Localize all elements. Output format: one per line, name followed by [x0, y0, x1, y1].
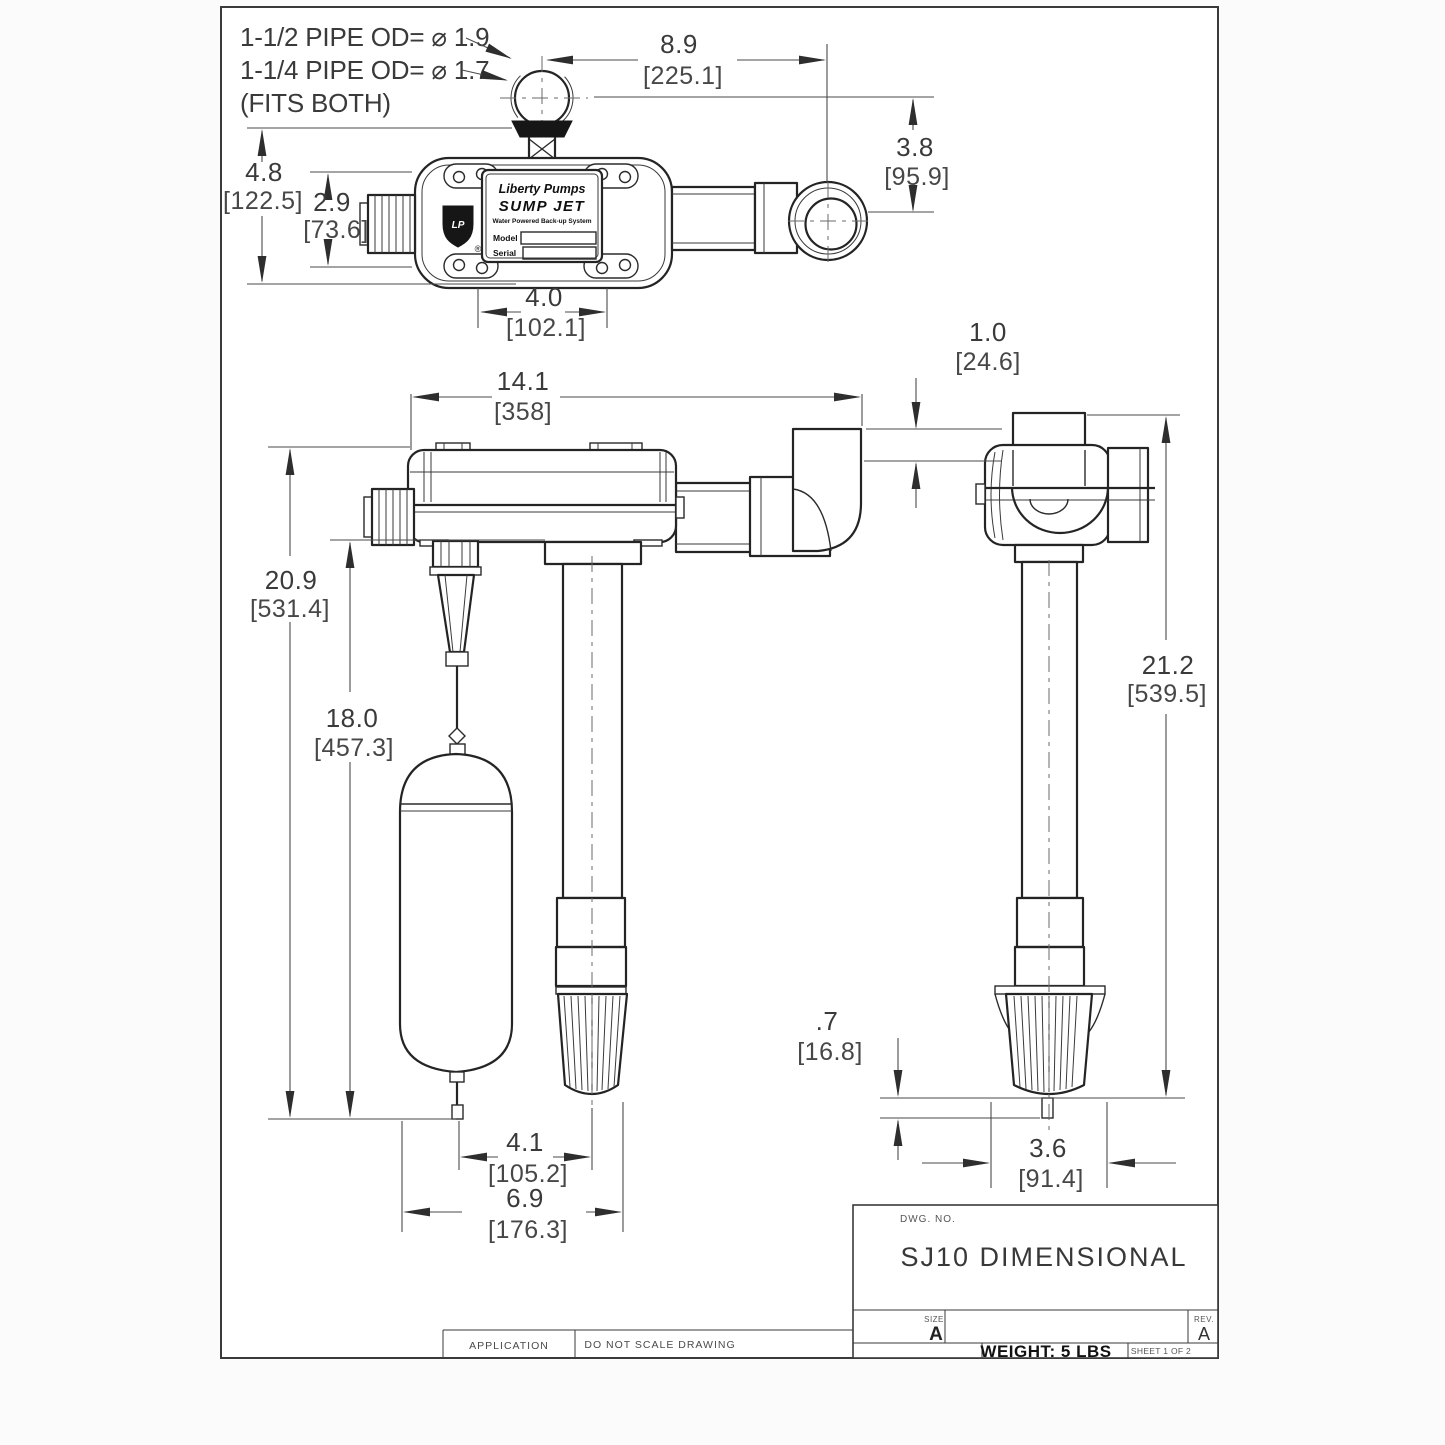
- discharge-elbow: [791, 427, 863, 553]
- pipe-neck-front: [543, 540, 643, 566]
- dim-14-1-in: 14.1: [497, 366, 550, 396]
- hose-connector-front: [363, 487, 416, 547]
- shield-monogram: LP: [452, 220, 465, 231]
- dim-3-8-in: 3.8: [896, 132, 934, 162]
- dim-18-0-in: 18.0: [326, 703, 379, 733]
- nameplate-model-label: Model: [493, 233, 518, 243]
- rev-label: REV.: [1194, 1315, 1214, 1324]
- front-view: [363, 427, 863, 1120]
- float: [398, 752, 514, 1074]
- note-line1: 1-1/2 PIPE OD= ⌀ 1.9: [240, 22, 489, 52]
- dim-4-8-mm: [122.5]: [223, 187, 303, 215]
- dim-4-0-in: 4.0: [525, 282, 563, 312]
- title-block: DWG. NO. SJ10 DIMENSIONAL SIZE A REV. A …: [852, 1204, 1219, 1361]
- dim-21-2-mm: [539.5]: [1127, 680, 1207, 708]
- dim-1-0-mm: [24.6]: [955, 348, 1021, 376]
- do-not-scale-label: DO NOT SCALE DRAWING: [584, 1339, 735, 1351]
- nameplate-serial-label: Serial: [493, 248, 516, 258]
- dim-3-8-mm: [95.9]: [884, 163, 950, 191]
- dim-20-9-in: 20.9: [265, 565, 318, 595]
- dim-4-0-mm: [102.1]: [506, 314, 586, 342]
- dim-6-9-in: 6.9: [506, 1183, 544, 1213]
- dim-20-9-mm: [531.4]: [250, 595, 330, 623]
- pipe-neck-side: [1013, 543, 1085, 564]
- pump-body-front: [406, 448, 678, 544]
- dim-2-9-mm: [73.6]: [303, 216, 369, 244]
- dim-3-6-mm: [91.4]: [1018, 1165, 1084, 1193]
- top-view: Liberty Pumps SUMP JET Water Powered Bac…: [359, 56, 874, 290]
- dim-8-9-mm: [225.1]: [643, 62, 723, 90]
- dim-0-7-mm: [16.8]: [797, 1038, 863, 1066]
- drawing-title: SJ10 DIMENSIONAL: [900, 1242, 1187, 1272]
- dim-8-9-in: 8.9: [660, 29, 698, 59]
- nameplate-brand: Liberty Pumps: [499, 182, 586, 196]
- dim-4-1-in: 4.1: [506, 1127, 544, 1157]
- application-label: APPLICATION: [469, 1340, 549, 1352]
- side-view: [975, 411, 1155, 1132]
- pump-body-side: [983, 443, 1112, 547]
- dim-3-6-in: 3.6: [1029, 1133, 1067, 1163]
- dim-21-2-in: 21.2: [1142, 650, 1195, 680]
- dim-1-0-in: 1.0: [969, 317, 1007, 347]
- size-value: A: [929, 1324, 943, 1345]
- note-line3: (FITS BOTH): [240, 88, 391, 118]
- note-line2: 1-1/4 PIPE OD= ⌀ 1.7: [240, 55, 489, 85]
- rev-value: A: [1198, 1324, 1210, 1344]
- size-label: SIZE: [924, 1315, 944, 1324]
- footer-strip: APPLICATION DO NOT SCALE DRAWING: [442, 1329, 853, 1358]
- coupling-front: [555, 896, 627, 949]
- coupling-side: [1015, 896, 1085, 949]
- weight-value: WEIGHT: 5 LBS: [980, 1342, 1111, 1361]
- nameplate-tagline: Water Powered Back-up System: [492, 218, 591, 225]
- dim-0-7-in: .7: [816, 1006, 839, 1036]
- dwg-no-label: DWG. NO.: [900, 1214, 956, 1225]
- sheet-number: SHEET 1 OF 2: [1131, 1346, 1191, 1356]
- dim-4-1-mm: [105.2]: [488, 1160, 568, 1188]
- dimension-annotations: 1-1/2 PIPE OD= ⌀ 1.9 1-1/4 PIPE OD= ⌀ 1.…: [223, 22, 1207, 1244]
- clamp-band-front: [554, 945, 628, 988]
- dim-6-9-mm: [176.3]: [488, 1216, 568, 1244]
- nameplate: Liberty Pumps SUMP JET Water Powered Bac…: [480, 168, 604, 264]
- registered-mark: ®: [475, 244, 482, 254]
- discharge-pipe-top: [670, 180, 874, 262]
- dim-14-1-mm: [358]: [494, 398, 552, 426]
- nameplate-product: SUMP JET: [499, 198, 586, 215]
- dim-4-8-in: 4.8: [245, 157, 283, 187]
- discharge-pipe-front: [674, 481, 755, 554]
- dim-2-9-in: 2.9: [313, 187, 351, 217]
- shield-logo: LP ®: [442, 205, 482, 254]
- hose-connector-top: [359, 193, 417, 255]
- float-assembly: [398, 539, 514, 1120]
- dim-18-0-mm: [457.3]: [314, 734, 394, 762]
